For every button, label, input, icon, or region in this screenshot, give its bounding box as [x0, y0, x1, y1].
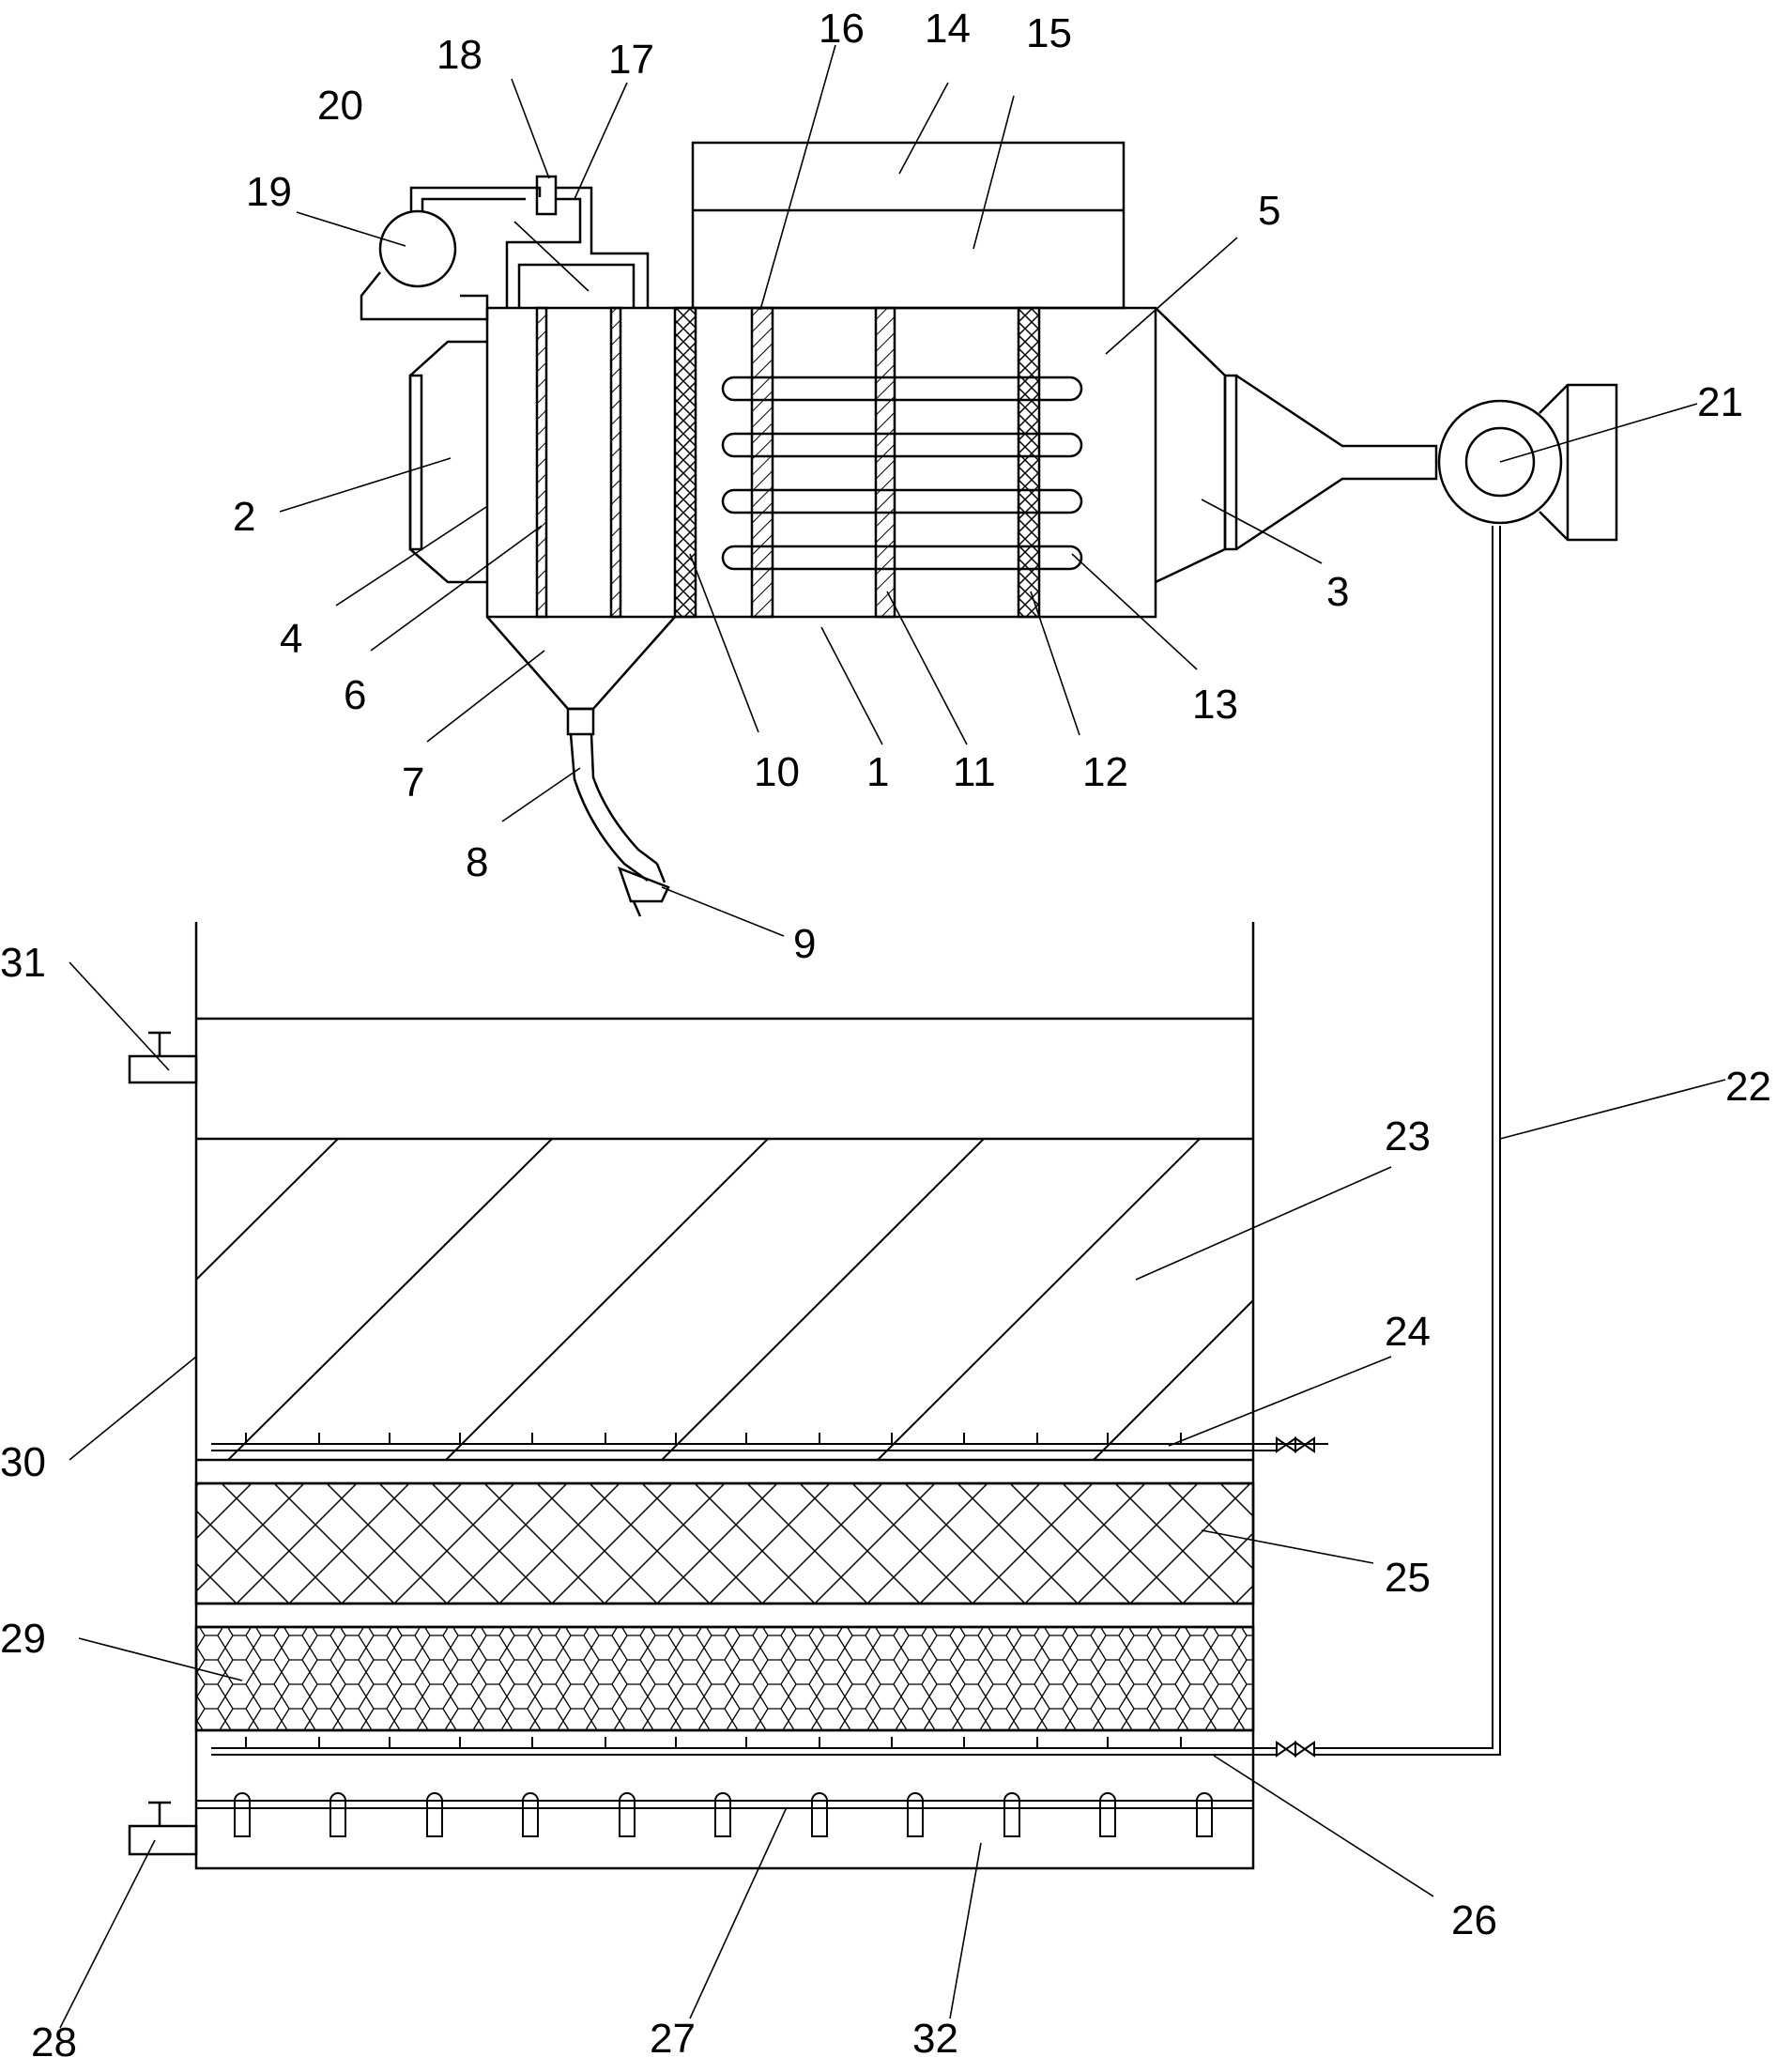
- valve-31: [128, 1031, 198, 1084]
- discharge-valve: [617, 863, 670, 917]
- labels: 18 17 16 14 15 20 19 5 21 2 3 4 6 13 7 1…: [0, 6, 1771, 2057]
- spray-manifold: [517, 263, 636, 308]
- label-20: 20: [317, 83, 363, 129]
- fan-housing: [1437, 399, 1563, 525]
- label-23: 23: [1385, 1113, 1431, 1159]
- pipe-17: [505, 186, 650, 308]
- label-22: 22: [1725, 1064, 1771, 1110]
- hopper: [486, 616, 676, 711]
- label-17: 17: [608, 37, 654, 83]
- label-14: 14: [925, 6, 971, 52]
- aeration-pipe-27: [196, 1792, 1253, 1837]
- label-9: 9: [793, 921, 816, 967]
- pump: [378, 209, 457, 288]
- label-26: 26: [1451, 1897, 1497, 1943]
- outlet-flange: [1223, 374, 1238, 551]
- valve-28: [128, 1801, 198, 1856]
- label-31: 31: [0, 940, 46, 986]
- label-8: 8: [466, 839, 488, 885]
- label-32: 32: [912, 2016, 958, 2057]
- label-3: 3: [1326, 569, 1349, 615]
- label-19: 19: [246, 169, 292, 215]
- tank-walls: [194, 922, 1255, 1870]
- label-4: 4: [280, 616, 302, 662]
- fan-impeller: [1464, 426, 1536, 498]
- label-1: 1: [866, 749, 889, 795]
- pump-base: [360, 271, 489, 321]
- label-15: 15: [1026, 10, 1072, 56]
- filter-10: [673, 306, 697, 619]
- label-30: 30: [0, 1439, 46, 1485]
- label-13: 13: [1192, 682, 1238, 728]
- pump-pipe: [409, 186, 542, 211]
- label-29: 29: [0, 1616, 46, 1662]
- fan-outlet: [1539, 383, 1618, 542]
- pipe-valve-18: [535, 175, 558, 216]
- plate-16: [750, 306, 774, 619]
- hopper-collar: [566, 707, 595, 736]
- outlet-hood: [1155, 307, 1227, 584]
- upper-purifier: [360, 141, 1618, 917]
- honeycomb-media-29: [194, 1625, 1255, 1732]
- label-7: 7: [402, 760, 424, 806]
- main-housing: [485, 306, 1157, 619]
- label-16: 16: [819, 6, 865, 52]
- label-6: 6: [344, 672, 366, 718]
- leader-lines: [59, 44, 1726, 2029]
- label-12: 12: [1082, 749, 1128, 795]
- label-25: 25: [1385, 1555, 1431, 1601]
- label-24: 24: [1385, 1309, 1431, 1355]
- label-18: 18: [437, 32, 482, 78]
- lower-tank: [128, 526, 1501, 1870]
- label-21: 21: [1697, 379, 1743, 425]
- top-box: [691, 141, 1126, 310]
- discharge-pipe: [569, 733, 658, 883]
- label-27: 27: [650, 2016, 696, 2057]
- label-28: 28: [31, 2019, 77, 2057]
- air-pipe-26: [211, 526, 1501, 1758]
- tube-bundle: [721, 376, 1083, 571]
- label-2: 2: [233, 494, 255, 540]
- plate-11: [874, 306, 896, 619]
- label-10: 10: [754, 749, 800, 795]
- inlet-flange: [408, 374, 423, 551]
- packing-layer: [195, 1138, 1254, 1461]
- outlet-cone: [1235, 374, 1438, 551]
- plate-left-a: [535, 306, 548, 619]
- label-11: 11: [953, 749, 996, 795]
- label-5: 5: [1258, 188, 1280, 234]
- spray-pipe-24: [211, 1433, 1328, 1453]
- crossed-media-25: [194, 1481, 1255, 1605]
- filter-12: [1017, 306, 1041, 619]
- plate-left-b: [609, 306, 622, 619]
